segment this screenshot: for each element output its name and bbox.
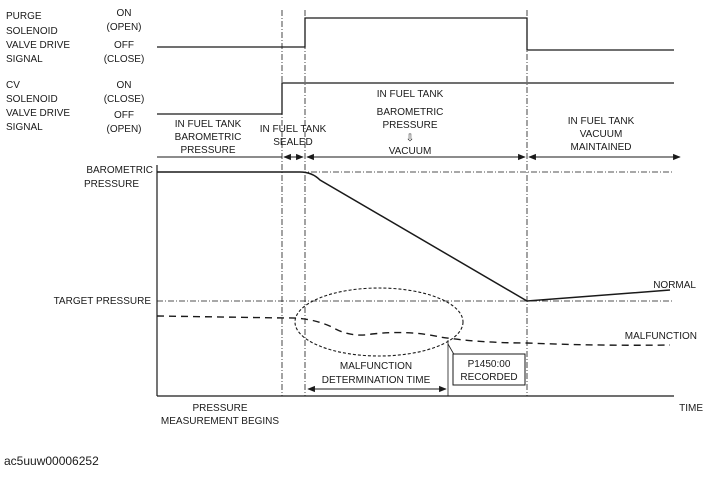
reference-code: ac5uuw00006252 xyxy=(4,454,99,468)
malfunction-label: MALFUNCTION xyxy=(625,331,697,342)
determination-time-line2: DETERMINATION TIME xyxy=(322,375,431,386)
malfunction-ellipse xyxy=(294,287,464,357)
malfunction-pressure-curve xyxy=(156,315,671,346)
cv-signal-label: CV SOLENOID VALVE DRIVE SIGNAL xyxy=(6,80,70,133)
normal-pressure-curve xyxy=(157,171,671,302)
cv-off-label: OFF xyxy=(114,110,134,121)
measurement-begins-line2: MEASUREMENT BEGINS xyxy=(161,416,279,427)
phase-3-line3: VACUUM xyxy=(389,146,432,157)
time-axis-label: TIME xyxy=(679,403,703,414)
purge-label-line1: PURGE xyxy=(6,11,42,22)
purge-signal-label: PURGE SOLENOID VALVE DRIVE SIGNAL xyxy=(6,11,70,65)
cv-off-state: (OPEN) xyxy=(107,124,142,135)
phase-2-line2: SEALED xyxy=(273,137,312,148)
target-pressure-label: TARGET PRESSURE xyxy=(54,296,152,307)
purge-label-line3: VALVE DRIVE xyxy=(6,40,70,51)
phase-4-line2: VACUUM xyxy=(580,129,623,140)
phase-3-line2: PRESSURE xyxy=(382,120,437,131)
phase-1-line3: PRESSURE xyxy=(180,145,235,156)
dtc-code: P1450:00 xyxy=(468,359,511,370)
phase-3-title: IN FUEL TANK xyxy=(377,89,444,100)
purge-on-label: ON xyxy=(117,8,132,19)
phase-4-line1: IN FUEL TANK xyxy=(568,116,635,127)
dtc-recorded-label: RECORDED xyxy=(460,372,517,383)
purge-off-state: (CLOSE) xyxy=(104,54,145,65)
dtc-recorded-box xyxy=(452,353,526,386)
cv-label-line2: SOLENOID xyxy=(6,94,58,105)
phase-3-line1: BAROMETRIC xyxy=(377,107,444,118)
normal-label: NORMAL xyxy=(653,280,696,291)
determination-time-line1: MALFUNCTION xyxy=(340,361,412,372)
cv-label-line4: SIGNAL xyxy=(6,122,43,133)
barometric-pressure-label-line1: BAROMETRIC xyxy=(86,165,153,176)
purge-off-label: OFF xyxy=(114,40,134,51)
phase-4-line3: MAINTAINED xyxy=(571,142,632,153)
phase-3-arrow-icon: ⇩ xyxy=(406,133,414,144)
cv-on-label: ON xyxy=(117,80,132,91)
purge-label-line2: SOLENOID xyxy=(6,26,58,37)
cv-label-line1: CV xyxy=(6,80,20,91)
purge-on-state: (OPEN) xyxy=(107,22,142,33)
phase-1-line1: IN FUEL TANK xyxy=(175,119,242,130)
phase-2-line1: IN FUEL TANK xyxy=(260,124,327,135)
cv-label-line3: VALVE DRIVE xyxy=(6,108,70,119)
barometric-pressure-label-line2: PRESSURE xyxy=(84,179,139,190)
measurement-begins-line1: PRESSURE xyxy=(192,403,247,414)
purge-signal-waveform xyxy=(157,17,674,51)
purge-label-line4: SIGNAL xyxy=(6,54,43,65)
cv-on-state: (CLOSE) xyxy=(104,94,145,105)
phase-1-line2: BAROMETRIC xyxy=(175,132,242,143)
